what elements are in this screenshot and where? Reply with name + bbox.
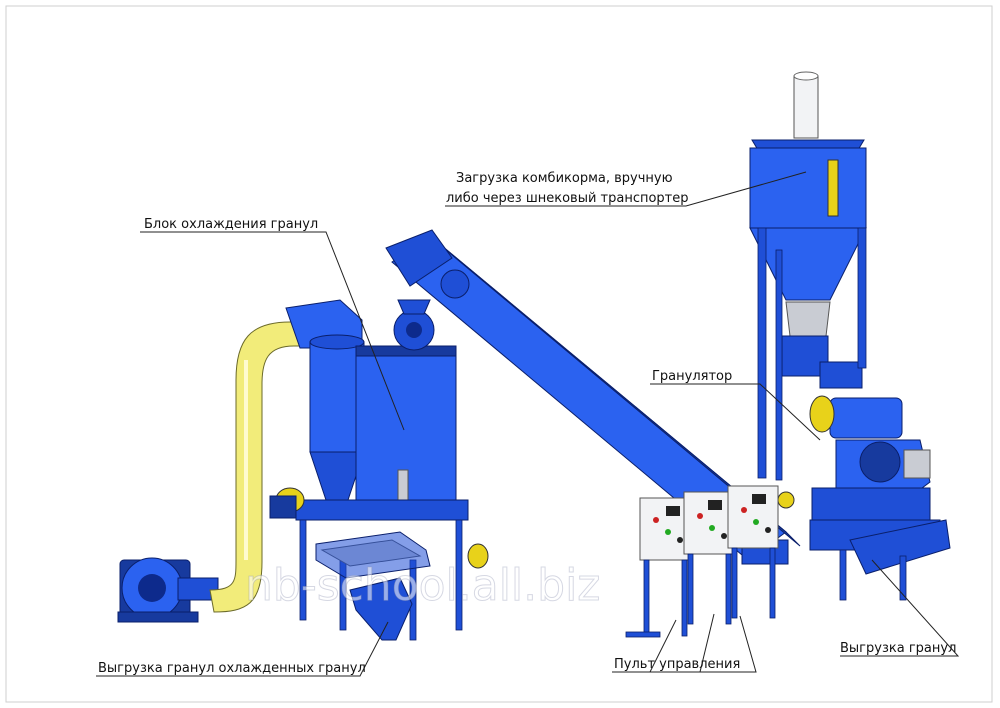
fan-blower	[117, 557, 219, 623]
watermark: nb-school.all.biz	[245, 560, 600, 611]
label-granulator: Гранулятор	[652, 369, 732, 384]
cooling-block-machine	[269, 299, 489, 641]
inclined-conveyor	[385, 229, 801, 565]
label-cooled-output: Выгрузка гранул охлажденных гранул	[98, 661, 366, 676]
page-frame	[5, 5, 993, 703]
control-panels	[625, 485, 779, 638]
label-feed-loading-1: Загрузка комбикорма, вручную	[456, 171, 673, 186]
label-pellet-output: Выгрузка гранул	[840, 641, 956, 656]
label-feed-loading-2: либо через шнековый транспортер	[446, 191, 689, 206]
feed-hopper-tower	[749, 71, 867, 481]
granulator-machine	[777, 395, 951, 601]
label-cooling-block: Блок охлаждения гранул	[144, 217, 318, 232]
control-cabinet-2	[683, 491, 735, 625]
label-control-panel: Пульт управления	[614, 657, 740, 672]
control-cabinet-1	[625, 497, 691, 638]
control-cabinet-3	[727, 485, 779, 619]
leader-lines	[96, 171, 960, 677]
